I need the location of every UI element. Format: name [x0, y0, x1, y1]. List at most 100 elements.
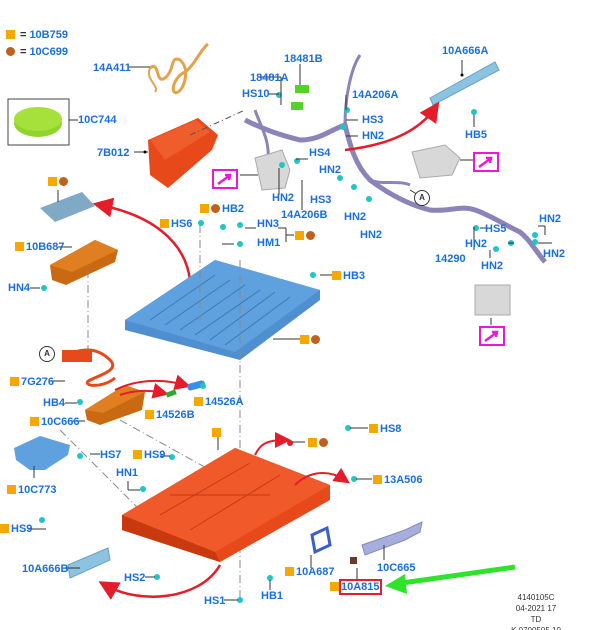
label-HS1[interactable]: HS1 [204, 595, 226, 607]
arrow-to-10A666B [98, 564, 222, 600]
label-10A666A[interactable]: 10A666A [442, 45, 489, 57]
label-14A206B[interactable]: 14A206B [281, 209, 328, 221]
label-HS5[interactable]: HS5 [485, 223, 507, 235]
reference-box[interactable] [479, 326, 505, 346]
label-7B012[interactable]: 7B012 [97, 147, 130, 159]
label-HS7[interactable]: HS7 [100, 449, 122, 461]
part-battery-tray [122, 448, 330, 562]
callout-a[interactable]: A [414, 190, 430, 206]
label-HS6[interactable]: HS6 [160, 218, 192, 230]
reference-box[interactable] [473, 152, 499, 172]
label-14526B[interactable]: 14526B [145, 409, 195, 421]
square-marker-icon [295, 231, 304, 240]
label-HB1[interactable]: HB1 [261, 590, 284, 602]
arrow-to-14526A [114, 374, 191, 391]
reference-box[interactable] [212, 169, 238, 189]
marker-tray [212, 427, 223, 439]
label-HB3[interactable]: HB3 [332, 270, 365, 282]
arrow-to-13A506 [294, 467, 350, 486]
square-marker-icon [212, 428, 221, 437]
part-10A815 [350, 557, 357, 564]
part-14526A [187, 380, 206, 391]
label-HN2[interactable]: HN2 [344, 211, 367, 223]
highlighted-part-10A815: 10A815 [339, 579, 382, 595]
assembly-lines [59, 225, 241, 600]
square-marker-icon [7, 485, 16, 494]
label-HS2[interactable]: HS2 [124, 572, 146, 584]
circle-marker-icon [59, 177, 68, 186]
label-HN2[interactable]: HN2 [481, 260, 504, 272]
arrow-to-10A666A [344, 101, 440, 152]
label-HS8[interactable]: HS8 [369, 423, 401, 435]
part-10B687 [50, 240, 118, 285]
label-14A206A[interactable]: 14A206A [352, 89, 399, 101]
label-10C665[interactable]: 10C665 [377, 562, 416, 574]
part-10A666A [429, 60, 500, 127]
square-marker-icon [200, 204, 209, 213]
label-7G276[interactable]: 7G276 [10, 376, 54, 388]
circle-marker-icon [306, 231, 315, 240]
label-HB4[interactable]: HB4 [43, 397, 66, 409]
label-14A411[interactable]: 14A411 [93, 62, 131, 74]
green-pointer-arrow [385, 564, 516, 594]
label-HN2[interactable]: HN2 [465, 238, 488, 250]
label-HN4[interactable]: HN4 [8, 282, 31, 294]
label-10C773[interactable]: 10C773 [7, 484, 57, 496]
label-HN2[interactable]: HN2 [362, 130, 385, 142]
marker-group-clip [308, 437, 330, 449]
square-marker-icon [145, 410, 154, 419]
square-marker-icon [10, 377, 19, 386]
part-14526B [165, 389, 177, 398]
label-18481B[interactable]: 18481B [284, 53, 323, 65]
label-HN2[interactable]: HN2 [272, 192, 295, 204]
marker-group-plate [48, 176, 70, 188]
label-HS10[interactable]: HS10 [242, 88, 270, 100]
part-10A687 [310, 525, 332, 555]
label-10C666[interactable]: 10C666 [30, 416, 80, 428]
harness-14A411 [147, 42, 209, 95]
part-10C744 [7, 98, 78, 146]
label-10A666B[interactable]: 10A666B [22, 563, 69, 575]
label-10C744[interactable]: 10C744 [78, 114, 117, 126]
arrow-up-right-icon [217, 173, 232, 186]
label-HM1[interactable]: HM1 [257, 237, 281, 249]
circle-marker-icon [319, 438, 328, 447]
label-HS3[interactable]: HS3 [362, 114, 384, 126]
callout-a[interactable]: A [39, 346, 55, 362]
label-HN2[interactable]: HN2 [539, 213, 562, 225]
square-marker-icon [15, 242, 24, 251]
part-grey-module-1 [254, 149, 291, 191]
square-marker-icon [48, 177, 57, 186]
square-marker-icon [6, 30, 15, 39]
square-marker-icon [30, 417, 39, 426]
label-HB2[interactable]: HB2 [200, 203, 244, 215]
harness-main [243, 54, 547, 264]
square-marker-icon [133, 450, 142, 459]
label-HN1[interactable]: HN1 [116, 467, 139, 479]
label-14526A[interactable]: 14526A [194, 396, 244, 408]
square-marker-icon [332, 271, 341, 280]
square-marker-icon [194, 397, 203, 406]
label-10A815[interactable]: 10A815 [330, 579, 382, 595]
label-HB5[interactable]: HB5 [465, 129, 488, 141]
label-14290[interactable]: 14290 [435, 253, 466, 265]
label-HS9[interactable]: HS9 [133, 449, 165, 461]
label-HS3[interactable]: HS3 [310, 194, 332, 206]
label-HS4[interactable]: HS4 [309, 147, 331, 159]
fasteners [39, 92, 538, 603]
label-10B687[interactable]: 10B687 [15, 241, 65, 253]
circle-marker-icon [211, 204, 220, 213]
label-HN3[interactable]: HN3 [257, 218, 280, 230]
legend-item-square: =10B759 [6, 29, 68, 41]
label-HN2[interactable]: HN2 [360, 229, 383, 241]
label-HN2[interactable]: HN2 [319, 164, 342, 176]
label-HN2[interactable]: HN2 [543, 248, 566, 260]
part-blue-cover [125, 260, 320, 360]
label-10A687[interactable]: 10A687 [285, 566, 335, 578]
label-HS9[interactable]: HS9 [0, 523, 32, 535]
marker-group-HN3-HM1 [295, 230, 317, 242]
label-18481A[interactable]: 18481A [250, 72, 289, 84]
label-13A506[interactable]: 13A506 [373, 474, 423, 486]
